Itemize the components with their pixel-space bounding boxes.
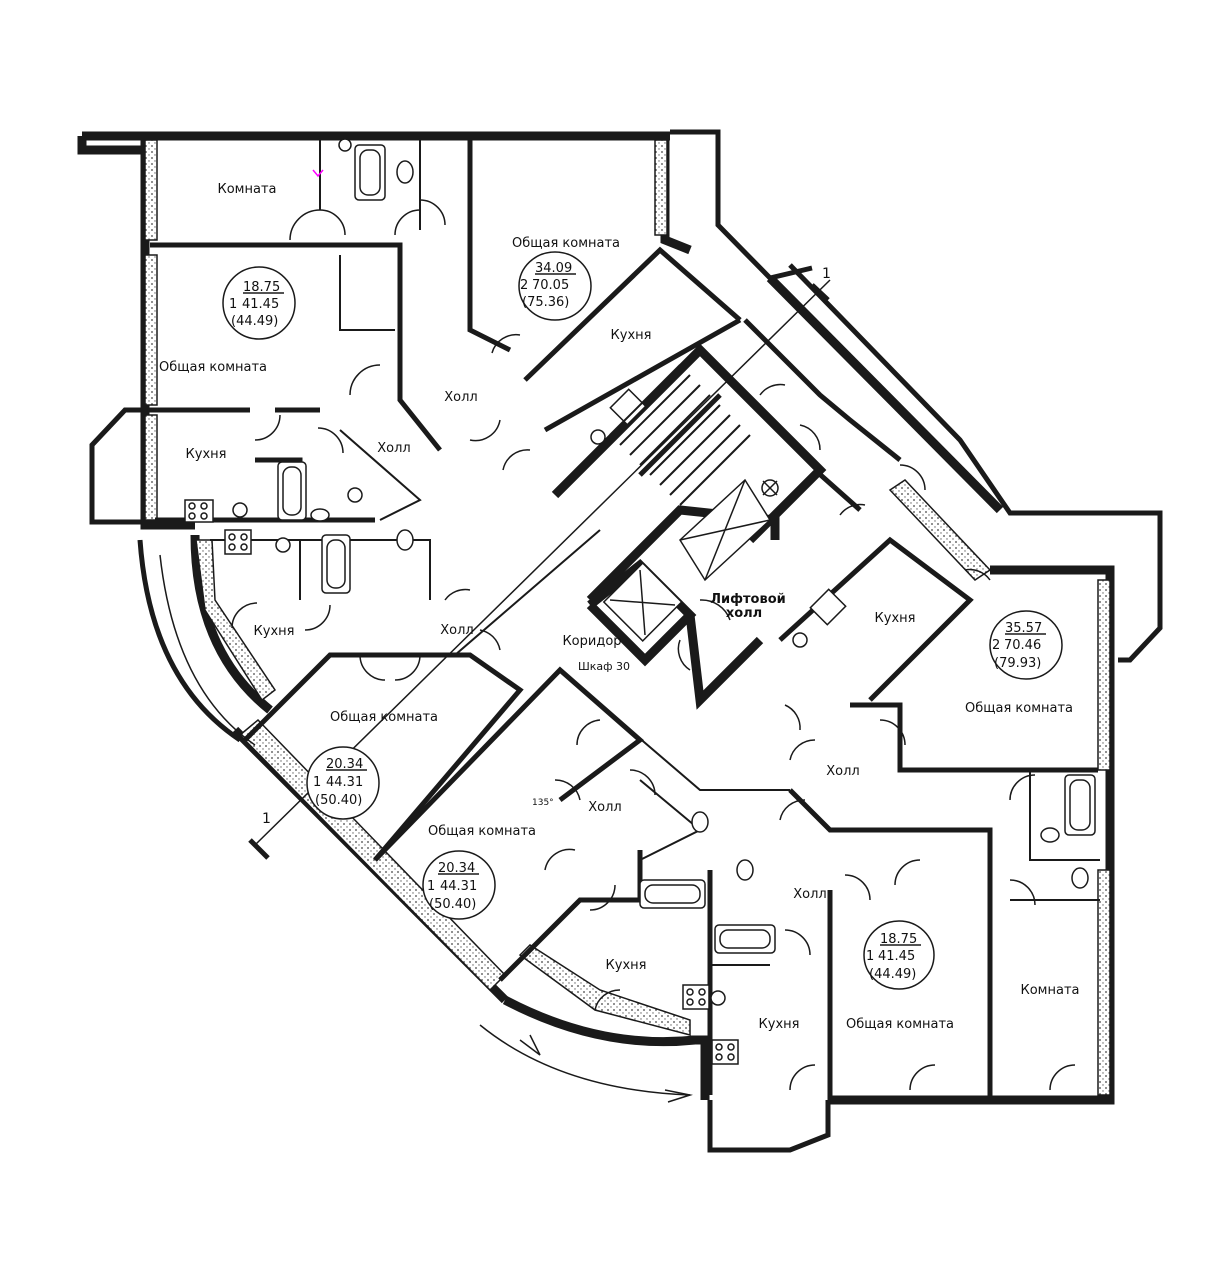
stove-icon xyxy=(184,388,847,1065)
apt-total-area: (75.36) xyxy=(522,295,569,310)
room-label-obshchaya-center-lower: Общая комната xyxy=(428,824,536,839)
apt-rooms-count: 1 xyxy=(866,949,874,964)
apt-living-area: 20.34 xyxy=(438,861,475,876)
room-label-kholl-right-lower: Холл xyxy=(793,887,826,902)
stair-icon xyxy=(609,364,751,506)
room-label-kholl-upper-center: Холл xyxy=(444,390,477,405)
apartment-badge: 20.34 1 44.31 (50.40) xyxy=(306,746,380,820)
apt-rooms-count: 1 xyxy=(427,879,435,894)
apt-area: 41.45 xyxy=(878,949,915,964)
apt-total-area: (44.49) xyxy=(869,967,916,982)
apartment-badge: 35.57 2 70.46 (79.93) xyxy=(989,610,1063,680)
apartment-badge: 20.34 1 44.31 (50.40) xyxy=(422,850,496,920)
apt-area: 44.31 xyxy=(440,879,477,894)
room-label-kukhnya-right: Кухня xyxy=(875,611,916,626)
apt-area: 41.45 xyxy=(242,297,279,312)
room-label-shkaf: Шкаф 30 xyxy=(578,660,630,673)
apt-living-area: 18.75 xyxy=(880,932,917,947)
room-label-kholl-right-mid: Холл xyxy=(588,800,621,815)
room-label-obshchaya-top-center: Общая комната xyxy=(512,236,620,251)
room-label-kukhnya-left-lower: Кухня xyxy=(254,624,295,639)
room-label-komnata-bottom-right: Комната xyxy=(1021,983,1080,998)
room-label-kukhnya-left: Кухня xyxy=(186,447,227,462)
magenta-mark xyxy=(312,169,324,178)
apt-total-area: (50.40) xyxy=(315,793,362,808)
room-label-kukhnya-top-center: Кухня xyxy=(611,328,652,343)
section-mark-left: 1 xyxy=(262,811,271,827)
apt-living-area: 18.75 xyxy=(243,280,280,295)
apartment-badge: 18.75 1 41.45 (44.49) xyxy=(222,266,296,340)
room-label-obshchaya-right: Общая комната xyxy=(965,701,1073,716)
apt-area: 70.05 xyxy=(532,278,569,293)
apartment-badge: 34.09 2 70.05 (75.36) xyxy=(518,251,592,321)
angle-annotation: 135° xyxy=(532,798,554,808)
room-label-obshchaya-left-upper: Общая комната xyxy=(159,360,267,375)
room-label-liftovoy-line2: холл xyxy=(726,606,762,621)
apt-living-area: 34.09 xyxy=(535,261,572,276)
room-label-kukhnya-bottom-right: Кухня xyxy=(759,1017,800,1032)
apt-total-area: (79.93) xyxy=(994,656,1041,671)
apt-rooms-count: 2 xyxy=(520,278,528,293)
sink-icon xyxy=(232,138,808,1006)
masonry-strips xyxy=(144,139,1111,1096)
room-label-kholl-center-lower: Холл xyxy=(826,764,859,779)
apt-area: 44.31 xyxy=(326,775,363,790)
apt-rooms-count: 1 xyxy=(313,775,321,790)
apt-total-area: (50.40) xyxy=(429,897,476,912)
room-label-obshchaya-left-mid: Общая комната xyxy=(330,710,438,725)
apt-area: 70.46 xyxy=(1004,638,1041,653)
apartment-badge: 18.75 1 41.45 (44.49) xyxy=(863,920,935,990)
apt-living-area: 35.57 xyxy=(1005,621,1042,636)
room-label-koridor: Коридор xyxy=(562,634,621,649)
toilet-icon xyxy=(310,160,1089,889)
lift-icon xyxy=(602,478,771,642)
vent-icon xyxy=(761,479,779,497)
apt-rooms-count: 2 xyxy=(992,638,1000,653)
section-mark-top: 1 xyxy=(822,266,831,282)
apt-total-area: (44.49) xyxy=(231,314,278,329)
room-label-komnata-top-left: Комната xyxy=(218,182,277,197)
bathtub-icon xyxy=(277,144,1096,954)
apt-living-area: 20.34 xyxy=(326,757,363,772)
door-swing-icon xyxy=(231,199,1076,1091)
room-label-liftovoy-line1: Лифтовой xyxy=(710,592,786,607)
room-label-obshchaya-bottom-right: Общая комната xyxy=(846,1017,954,1032)
room-labels: Комната Общая комната Общая комната Кухн… xyxy=(159,182,1080,1032)
room-label-kukhnya-bottom-center: Кухня xyxy=(606,958,647,973)
apt-rooms-count: 1 xyxy=(229,297,237,312)
room-label-kholl-left-lower: Холл xyxy=(440,623,473,638)
interior-walls xyxy=(150,136,1100,1100)
room-label-kholl-left-upper: Холл xyxy=(377,441,410,456)
